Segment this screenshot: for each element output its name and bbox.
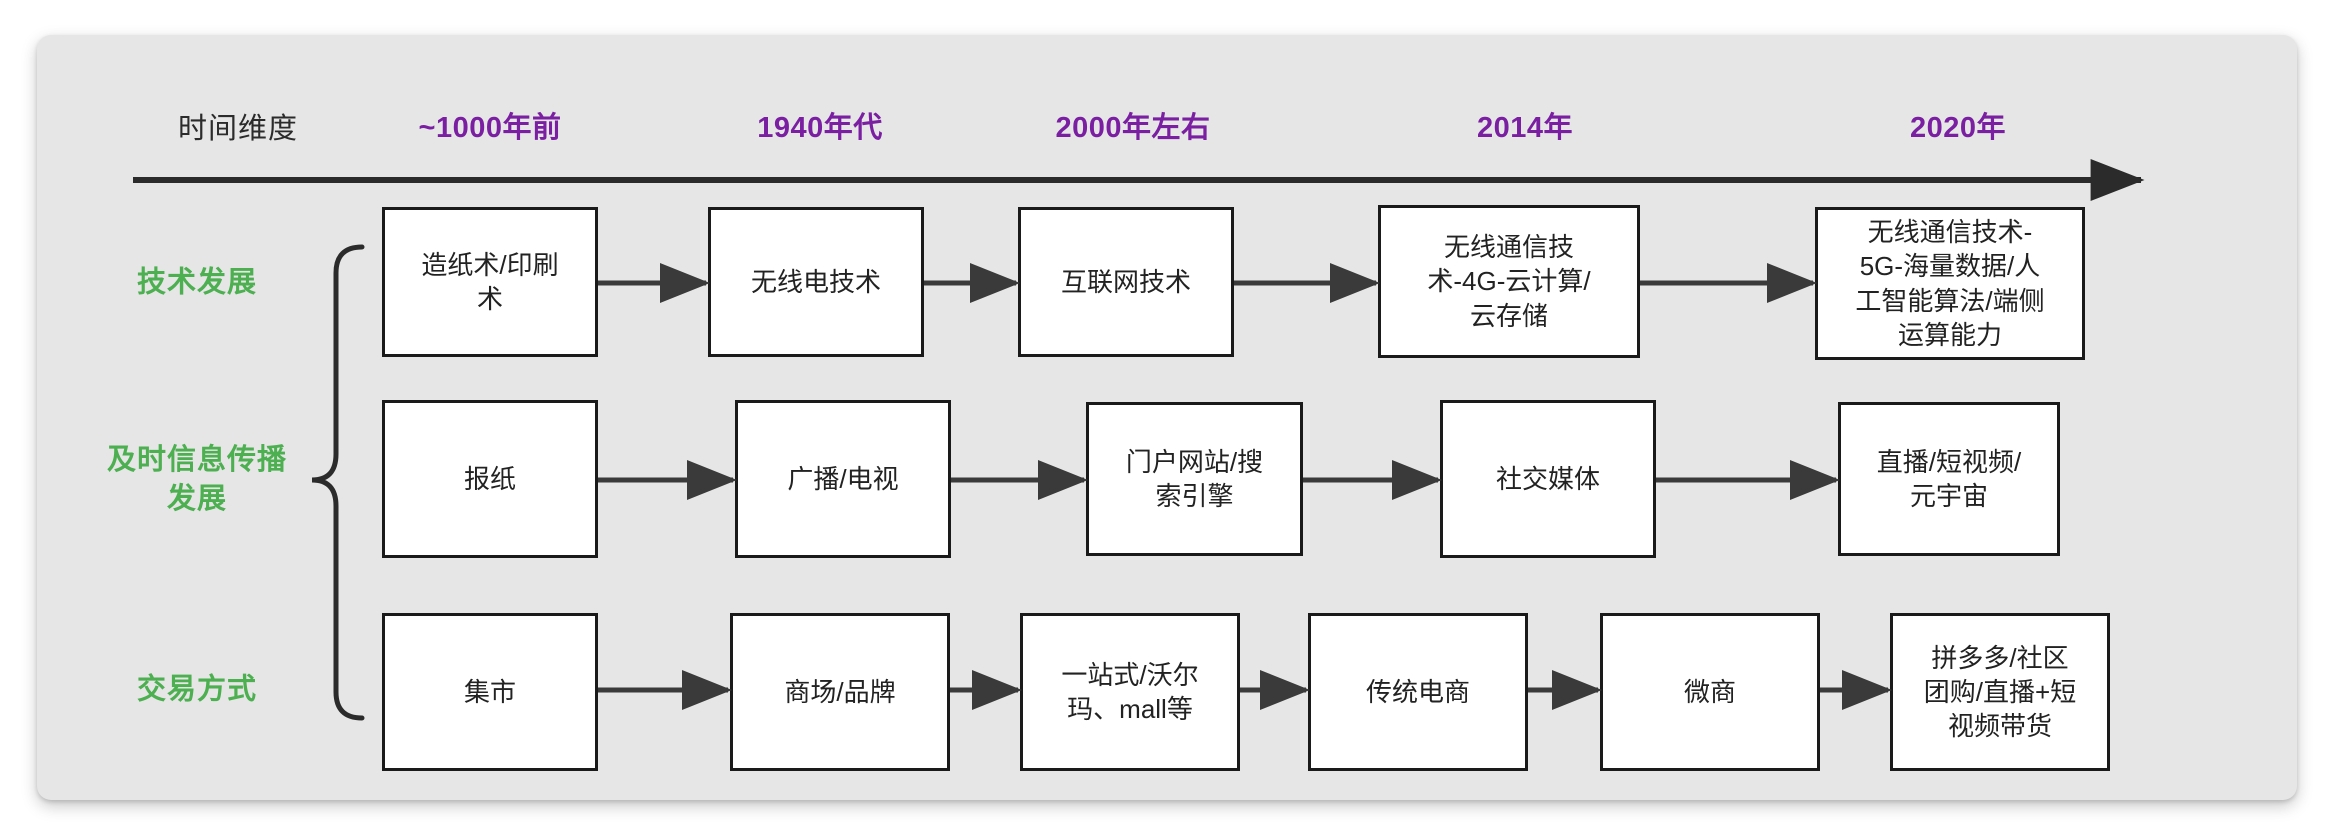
era-label-2: 2000年左右: [1055, 112, 1211, 144]
node-box[interactable]: 微商: [1600, 613, 1820, 771]
node-box[interactable]: 门户网站/搜 索引擎: [1086, 402, 1303, 556]
node-box[interactable]: 造纸术/印刷 术: [382, 207, 598, 357]
node-box[interactable]: 一站式/沃尔 玛、mall等: [1020, 613, 1240, 771]
node-box[interactable]: 无线通信技术- 5G-海量数据/人 工智能算法/端侧 运算能力: [1815, 207, 2085, 360]
row-label-0: 技术发展: [136, 266, 257, 299]
node-box[interactable]: 互联网技术: [1018, 207, 1234, 357]
node-box[interactable]: 报纸: [382, 400, 598, 558]
node-box[interactable]: 商场/品牌: [730, 613, 950, 771]
node-box[interactable]: 无线电技术: [708, 207, 924, 357]
node-box[interactable]: 直播/短视频/ 元宇宙: [1838, 402, 2060, 556]
node-box[interactable]: 传统电商: [1308, 613, 1528, 771]
era-label-0: ~1000年前: [418, 112, 562, 144]
node-box[interactable]: 集市: [382, 613, 598, 771]
node-box[interactable]: 广播/电视: [735, 400, 951, 558]
node-box[interactable]: 拼多多/社区 团购/直播+短 视频带货: [1890, 613, 2110, 771]
row-label-1: 及时信息传播 发展: [106, 443, 287, 515]
node-box[interactable]: 社交媒体: [1440, 400, 1656, 558]
era-label-3: 2014年: [1476, 112, 1574, 144]
era-label-4: 2020年: [1909, 112, 2007, 144]
time-dimension-label: 时间维度: [177, 113, 298, 145]
era-label-1: 1940年代: [757, 112, 883, 144]
row-label-2: 交易方式: [136, 673, 257, 706]
node-box[interactable]: 无线通信技 术-4G-云计算/ 云存储: [1378, 205, 1640, 358]
